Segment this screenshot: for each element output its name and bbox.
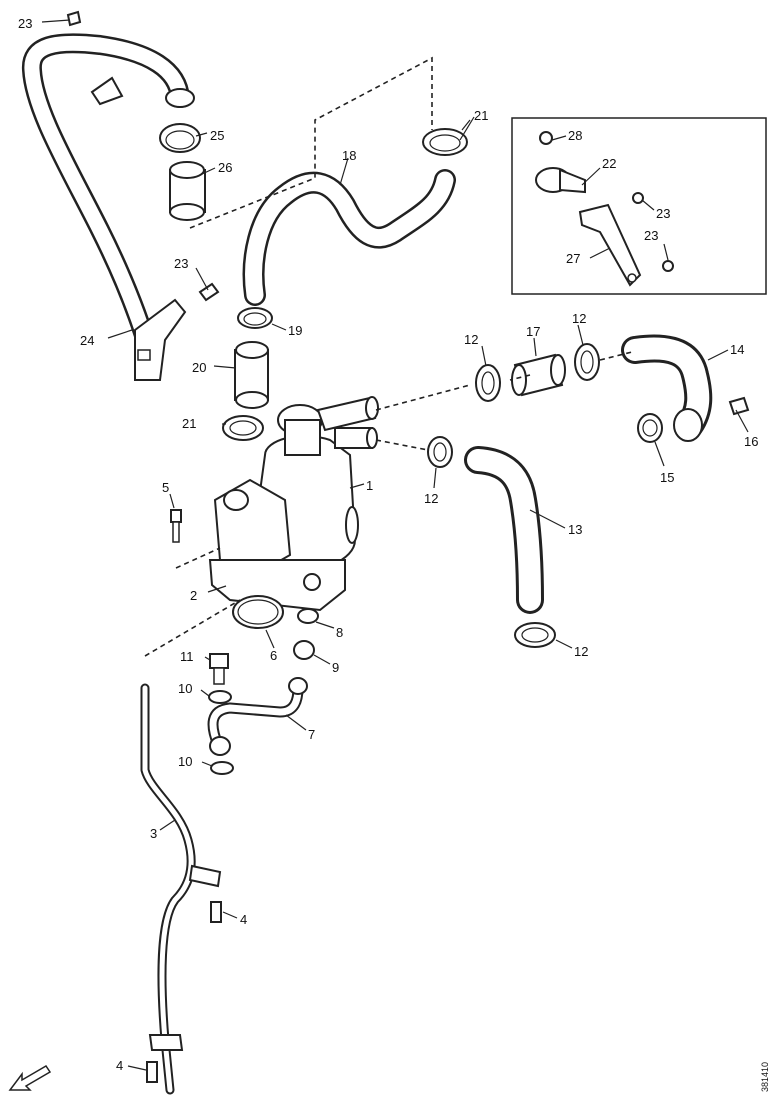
bolt-11 [209,653,229,685]
sleeve-26 [169,161,206,221]
callout-4: 4 [240,912,247,927]
bolt-16 [728,396,750,416]
callout-5: 5 [162,480,169,495]
callout-20: 20 [192,360,206,375]
callout-8: 8 [336,625,343,640]
clamp-12-c [427,436,453,468]
bolt-23-24 [198,282,220,302]
callout-6: 6 [270,648,277,663]
clamp-hose-14-end [673,408,703,442]
callout-16: 16 [744,434,758,449]
callout-19: 19 [288,323,302,338]
ring-19 [237,307,273,329]
callout-12: 12 [464,332,478,347]
washer-8 [297,608,319,624]
assembly-lines [144,56,633,657]
small-clamp-top [90,76,124,106]
leader-lines [41,19,749,1071]
clamp-21-lower [222,415,264,441]
callout-27: 27 [566,251,580,266]
callout-12: 12 [424,491,438,506]
hose-13 [464,446,544,614]
callout-26: 26 [218,160,232,175]
callout-12: 12 [574,644,588,659]
callout-23: 23 [644,228,658,243]
bolt-4-lower [146,1061,158,1083]
clamp-12-a [475,364,501,402]
clamp-12-d [514,622,556,648]
callout-7: 7 [308,727,315,742]
ring-15 [637,413,663,443]
ring-25 [159,123,201,153]
document-id: 381410 [760,1062,770,1092]
callout-15: 15 [660,470,674,485]
hose-14 [621,334,713,439]
pipe-7 [207,682,304,751]
clamp-21-upper [422,128,468,156]
hose-18 [242,169,456,306]
callout-28: 28 [568,128,582,143]
callout-22: 22 [602,156,616,171]
clip-3-lower [148,1034,184,1051]
callout-17: 17 [526,324,540,339]
bolt-23-top [66,10,82,27]
sleeve-20 [234,341,269,409]
bracket-24 [134,298,187,381]
banjo-7-end [209,677,308,756]
callout-14: 14 [730,342,744,357]
clip-3-middle [188,864,222,888]
connector-17 [511,353,566,397]
callout-25: 25 [210,128,224,143]
callout-2: 2 [190,588,197,603]
pipe-3 [140,683,196,1095]
callout-24: 24 [80,333,94,348]
pump-assembly-1 [208,396,379,612]
hose-end-23a [165,88,195,108]
gasket-6 [232,595,284,629]
callout-10: 10 [178,681,192,696]
inset-detail-box [511,117,767,295]
callout-13: 13 [568,522,582,537]
callout-18: 18 [342,148,356,163]
washer-10-upper [208,690,232,704]
callout-labels: 23 25 26 21 18 28 22 23 23 27 23 24 19 2… [18,16,758,1073]
callout-10: 10 [178,754,192,769]
banjo-9 [293,640,315,660]
callout-21: 21 [182,416,196,431]
callout-11: 11 [180,649,194,664]
hose-23-24-long [21,33,190,365]
bolt-4-upper [210,901,222,923]
callout-3: 3 [150,826,157,841]
callout-9: 9 [332,660,339,675]
callout-1: 1 [366,478,373,493]
callout-23: 23 [656,206,670,221]
callout-12: 12 [572,311,586,326]
bracket-27 [578,203,642,287]
clamp-12-b [574,343,600,381]
arrow-down-left-icon [8,1064,52,1091]
callout-23: 23 [174,256,188,271]
callout-4: 4 [116,1058,123,1073]
callout-23: 23 [18,16,32,31]
callout-21: 21 [474,108,488,123]
washer-10-lower [210,761,234,775]
clamp-22 [535,167,586,194]
bolt-5 [170,509,182,543]
